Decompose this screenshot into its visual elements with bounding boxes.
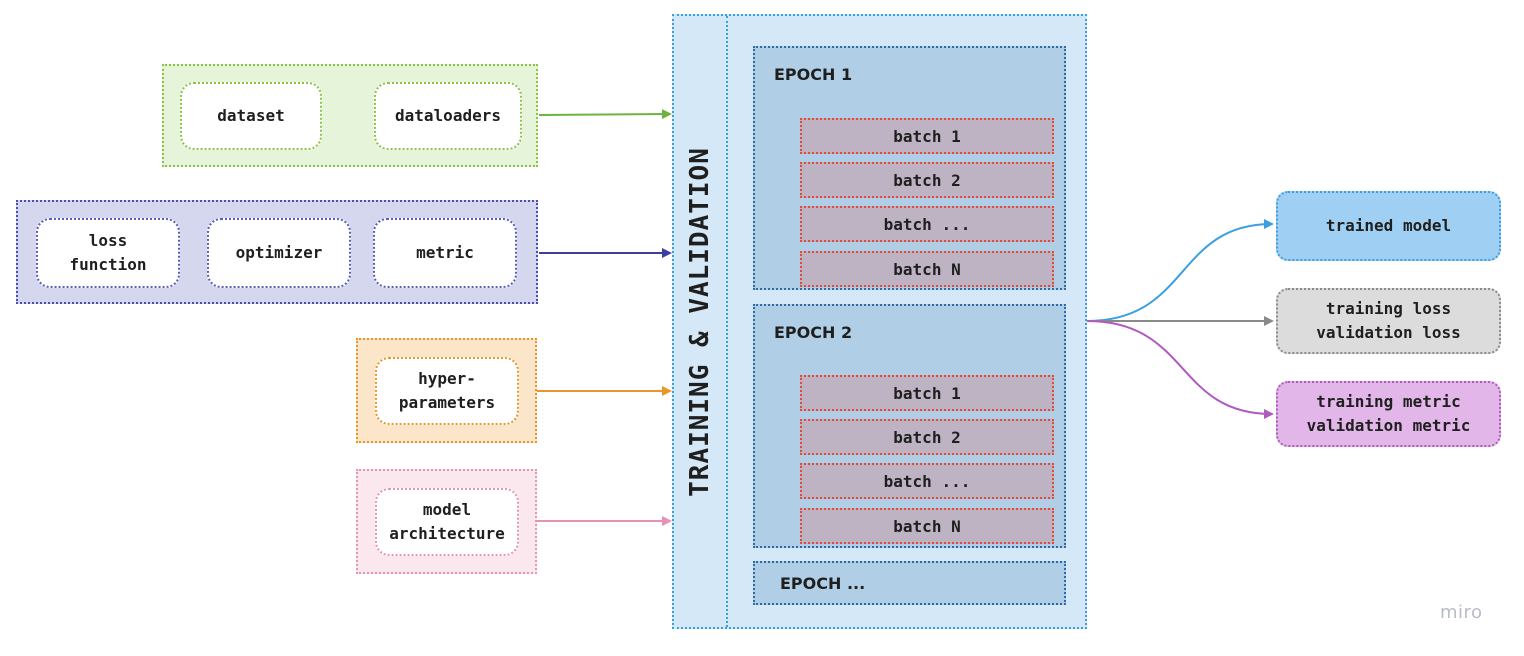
loss-output: training loss validation loss	[1276, 288, 1501, 354]
epoch-1-batch-more: batch ...	[800, 206, 1054, 242]
epoch-2-batch-n: batch N	[800, 508, 1054, 544]
epoch-2-batch-more: batch ...	[800, 463, 1054, 499]
training-to-metric-arrow	[1086, 320, 1274, 419]
epoch-1-panel: EPOCH 1 batch 1 batch 2 batch ... batch …	[753, 46, 1066, 290]
epoch-2-title: EPOCH 2	[774, 323, 853, 342]
data-to-training-arrow	[538, 109, 672, 120]
training-validation-container: TRAINING & VALIDATION EPOCH 1 batch 1 ba…	[672, 14, 1087, 629]
training-components-group: loss function optimizer metric	[16, 200, 538, 304]
epoch-more-panel: EPOCH ...	[753, 561, 1066, 605]
model-architecture-node: model architecture	[375, 488, 519, 556]
epoch-2-panel: EPOCH 2 batch 1 batch 2 batch ... batch …	[753, 304, 1066, 548]
container-divider	[726, 16, 728, 627]
metric-output: training metric validation metric	[1276, 381, 1501, 447]
epoch-1-batch-1: batch 1	[800, 118, 1054, 154]
data-group: dataset dataloaders	[162, 64, 538, 167]
optimizer-node: optimizer	[207, 218, 351, 288]
dataset-node: dataset	[180, 82, 322, 150]
hyperparameters-group: hyper- parameters	[356, 338, 537, 443]
miro-logo: miro	[1440, 602, 1483, 623]
training-to-model-arrow	[1086, 219, 1274, 322]
model-architecture-group: model architecture	[356, 469, 537, 574]
training-validation-label: TRAINING & VALIDATION	[685, 146, 716, 497]
epoch-1-batch-n: batch N	[800, 251, 1054, 287]
trained-model-output: trained model	[1276, 191, 1501, 261]
epoch-2-batch-2: batch 2	[800, 419, 1054, 455]
epoch-1-title: EPOCH 1	[774, 65, 853, 84]
epoch-2-batch-1: batch 1	[800, 375, 1054, 411]
metric-node: metric	[373, 218, 517, 288]
loss-function-node: loss function	[36, 218, 180, 288]
epoch-1-batch-2: batch 2	[800, 162, 1054, 198]
dataloaders-node: dataloaders	[374, 82, 522, 150]
hyperparameters-node: hyper- parameters	[375, 357, 519, 425]
